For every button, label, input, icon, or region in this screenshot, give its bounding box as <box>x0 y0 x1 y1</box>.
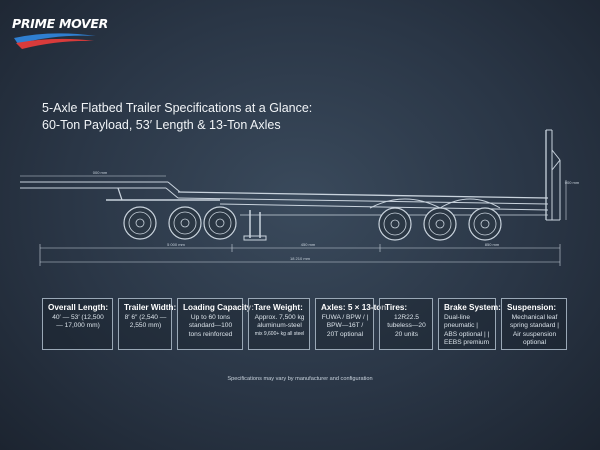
spec-title: Brake System: <box>444 303 501 312</box>
spec-value: Approx. 7,500 kg aluminum-steel <box>254 314 305 330</box>
spec-card-axles: Axles: 5 × 13-ton FUWA / BPW / | BPW—16T… <box>315 298 387 350</box>
spec-title: Overall Length: <box>48 303 109 312</box>
wheel-icon <box>423 207 457 241</box>
mudguard-1 <box>369 198 441 209</box>
spec-value: 12R22.5 tubeless—20 20 units <box>387 314 426 338</box>
spec-card-tires: Tires: 12R22.5 tubeless—20 20 units <box>379 298 433 350</box>
spec-card-overall-length: Overall Length: 40′ — 53′ (12,500 — 17,0… <box>42 298 113 350</box>
spec-extra: mix 9,600+ kg all steel <box>254 330 305 337</box>
spec-value: 8′ 6″ (2,540 — 2,550 mm) <box>124 314 167 330</box>
spec-title: Suspension: <box>507 303 557 312</box>
title-line-1: 5-Axle Flatbed Trailer Specifications at… <box>42 101 313 115</box>
spec-card-suspension: Suspension: Mechanical leaf spring stand… <box>501 298 567 350</box>
spec-title: Tare Weight: <box>254 303 303 312</box>
spec-card-trailer-width: Trailer Width: 8′ 6″ (2,540 — 2,550 mm) <box>118 298 177 350</box>
wheel-icon <box>378 207 412 241</box>
spec-value: FUWA / BPW / | BPW—16T / 20T optional <box>321 314 369 338</box>
footnote: Specifications may vary by manufacturer … <box>227 376 373 382</box>
trailer-blueprint: 000 mm 000 mm 5 000 mm 450 mm 850 mm 18 … <box>20 129 580 266</box>
wheel-icon <box>123 206 157 240</box>
wheel-icon <box>203 206 237 240</box>
spec-title: Loading Capacity: <box>183 303 254 312</box>
spec-card-loading-capacity: Loading Capacity: Up to 60 tons standard… <box>177 298 254 350</box>
spec-title: Trailer Width: <box>124 303 177 312</box>
main-deck-top <box>177 191 549 199</box>
dim-front: 5 000 mm <box>167 242 185 247</box>
prime-mover-logo: PRIME MOVER <box>12 14 108 54</box>
page-title: 5-Axle Flatbed Trailer Specifications at… <box>42 100 402 134</box>
spec-value: Dual-line pneumatic | ABS optional | | E… <box>444 314 490 347</box>
dim-middle: 450 mm <box>301 242 316 247</box>
axle-wheels <box>123 206 502 241</box>
spec-value: Mechanical leaf spring standard | Air su… <box>510 314 559 347</box>
wheel-icon <box>168 206 202 240</box>
dim-deck-top: 000 mm <box>93 170 108 175</box>
main-deck-bottom <box>177 197 549 205</box>
landing-gear-foot <box>243 235 267 241</box>
spec-title: Axles: 5 × 13-ton <box>321 303 387 312</box>
dim-height: 000 mm <box>565 180 580 185</box>
spec-value: 40′ — 53′ (12,500 — 17,000 mm) <box>52 314 104 330</box>
spec-value: Up to 60 tons standard—100 tons reinforc… <box>188 314 233 338</box>
spec-cards-row: Overall Length: 40′ — 53′ (12,500 — 17,0… <box>42 298 567 350</box>
logo-text: PRIME MOVER <box>12 16 108 31</box>
spec-card-brake-system: Brake System: Dual-line pneumatic | ABS … <box>438 298 501 350</box>
spec-title: Tires: <box>385 303 408 312</box>
spec-card-tare-weight: Tare Weight: Approx. 7,500 kg aluminum-s… <box>248 298 310 350</box>
logo-swoosh-icon <box>14 33 96 49</box>
dim-rear: 850 mm <box>485 242 500 247</box>
dim-overall: 18 210 mm <box>290 256 311 261</box>
title-line-2: 60-Ton Payload, 53′ Length & 13-Ton Axle… <box>42 118 281 132</box>
wheel-icon <box>468 207 502 241</box>
